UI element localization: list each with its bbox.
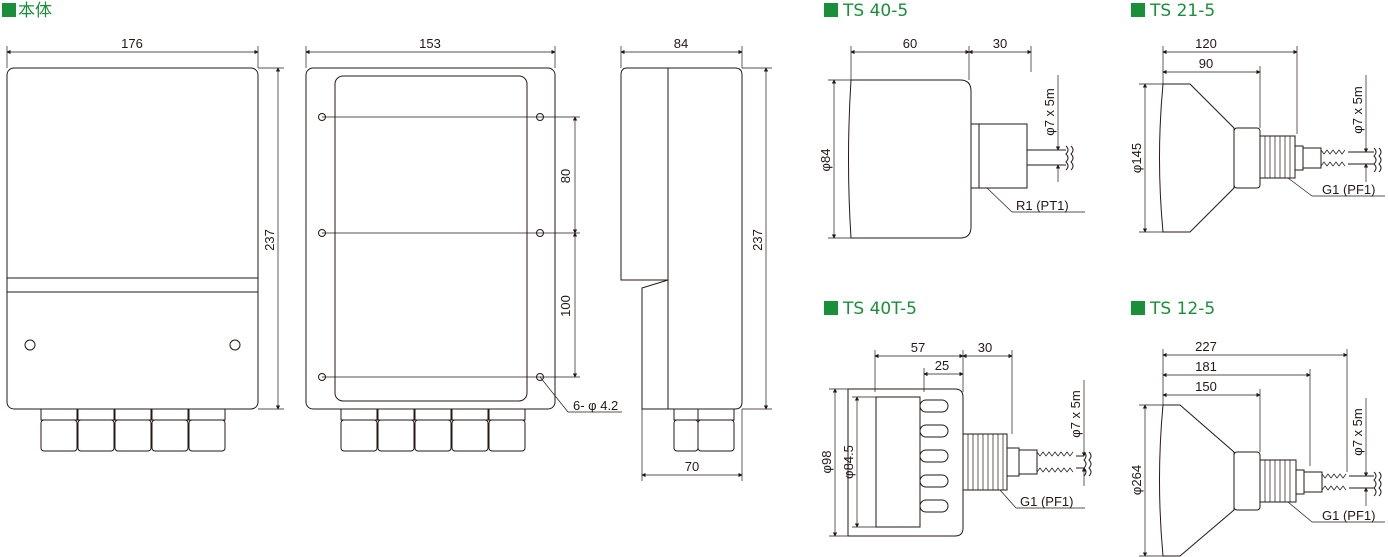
ts40t5-neck-dim: 30 xyxy=(978,340,992,355)
ts405-thread-label: R1 (PT1) xyxy=(1016,198,1069,213)
ts40t5-diagram: TS 40T-5 57 30 25 φ98 φ84.5 xyxy=(819,299,1092,537)
ts40t5-outer-diameter: φ98 xyxy=(819,451,834,474)
back-hole-spacing-upper: 80 xyxy=(558,169,573,183)
back-hole-spacing-lower: 100 xyxy=(558,295,573,317)
ts215-diameter: φ145 xyxy=(1129,143,1144,173)
ts40t5-title: TS 40T-5 xyxy=(842,299,917,319)
ts405-cable-label: φ7 x 5m xyxy=(1042,88,1057,135)
header-square-icon xyxy=(2,3,16,17)
front-screw-left xyxy=(24,339,36,351)
back-hole-label: 6- φ 4.2 xyxy=(573,398,618,413)
side-bottom-depth-label: 70 xyxy=(685,459,699,474)
front-height-label: 237 xyxy=(262,229,277,251)
ts215-cone-dim: 90 xyxy=(1199,56,1213,71)
main-body-header: 本体 xyxy=(2,1,52,21)
ts125-header-square-icon xyxy=(1131,301,1145,315)
front-screw-right xyxy=(229,339,241,351)
ts405-neck-dim: 30 xyxy=(993,36,1007,51)
ts40t5-header-square-icon xyxy=(824,301,838,315)
ts405-diameter: φ84 xyxy=(818,149,833,172)
ts125-diagram: TS 12-5 227 181 150 φ264 φ7 x 5m G1 (PF1… xyxy=(1129,299,1385,557)
side-cable-glands xyxy=(673,408,735,452)
ts215-diagram: TS 21-5 120 90 φ145 φ7 x 5m G1 (PF1) xyxy=(1129,1,1385,233)
ts405-body-dim: 60 xyxy=(903,36,917,51)
ts125-cone-dim: 150 xyxy=(1195,379,1217,394)
side-height-label: 237 xyxy=(750,229,765,251)
ts125-total-dim: 227 xyxy=(1195,339,1217,354)
ts405-header-square-icon xyxy=(824,3,838,17)
ts215-header-square-icon xyxy=(1131,3,1145,17)
ts215-title: TS 21-5 xyxy=(1149,1,1215,21)
ts40t5-cable-label: φ7 x 5m xyxy=(1068,390,1083,437)
back-view: 153 80 100 6- φ 4.2 xyxy=(305,36,622,452)
ts125-diameter: φ264 xyxy=(1129,465,1144,495)
ts125-cable-label: φ7 x 5m xyxy=(1350,408,1365,455)
front-width-label: 176 xyxy=(121,36,143,51)
front-cable-glands xyxy=(40,408,226,452)
main-body-title: 本体 xyxy=(18,1,52,21)
ts40t5-inner-diameter: φ84.5 xyxy=(841,445,856,479)
ts215-cable-label: φ7 x 5m xyxy=(1350,86,1365,133)
ts40t5-fin-dim: 25 xyxy=(935,358,949,373)
front-view: 176 237 xyxy=(6,36,284,452)
ts405-title: TS 40-5 xyxy=(842,1,908,21)
side-view: 84 237 70 xyxy=(620,36,772,481)
back-width-label: 153 xyxy=(419,36,441,51)
ts215-total-dim: 120 xyxy=(1195,36,1217,51)
side-depth-label: 84 xyxy=(674,36,688,51)
ts405-diagram: TS 40-5 60 30 φ84 φ7 x 5m R1 (PT1) xyxy=(818,1,1085,239)
ts125-title: TS 12-5 xyxy=(1149,299,1215,319)
ts125-mid-dim: 181 xyxy=(1195,359,1217,374)
ts40t5-body-dim: 57 xyxy=(911,340,925,355)
back-cable-glands xyxy=(340,408,526,452)
ts125-thread-label: G1 (PF1) xyxy=(1322,508,1375,523)
ts40t5-thread-label: G1 (PF1) xyxy=(1020,494,1073,509)
ts215-thread-label: G1 (PF1) xyxy=(1322,182,1375,197)
